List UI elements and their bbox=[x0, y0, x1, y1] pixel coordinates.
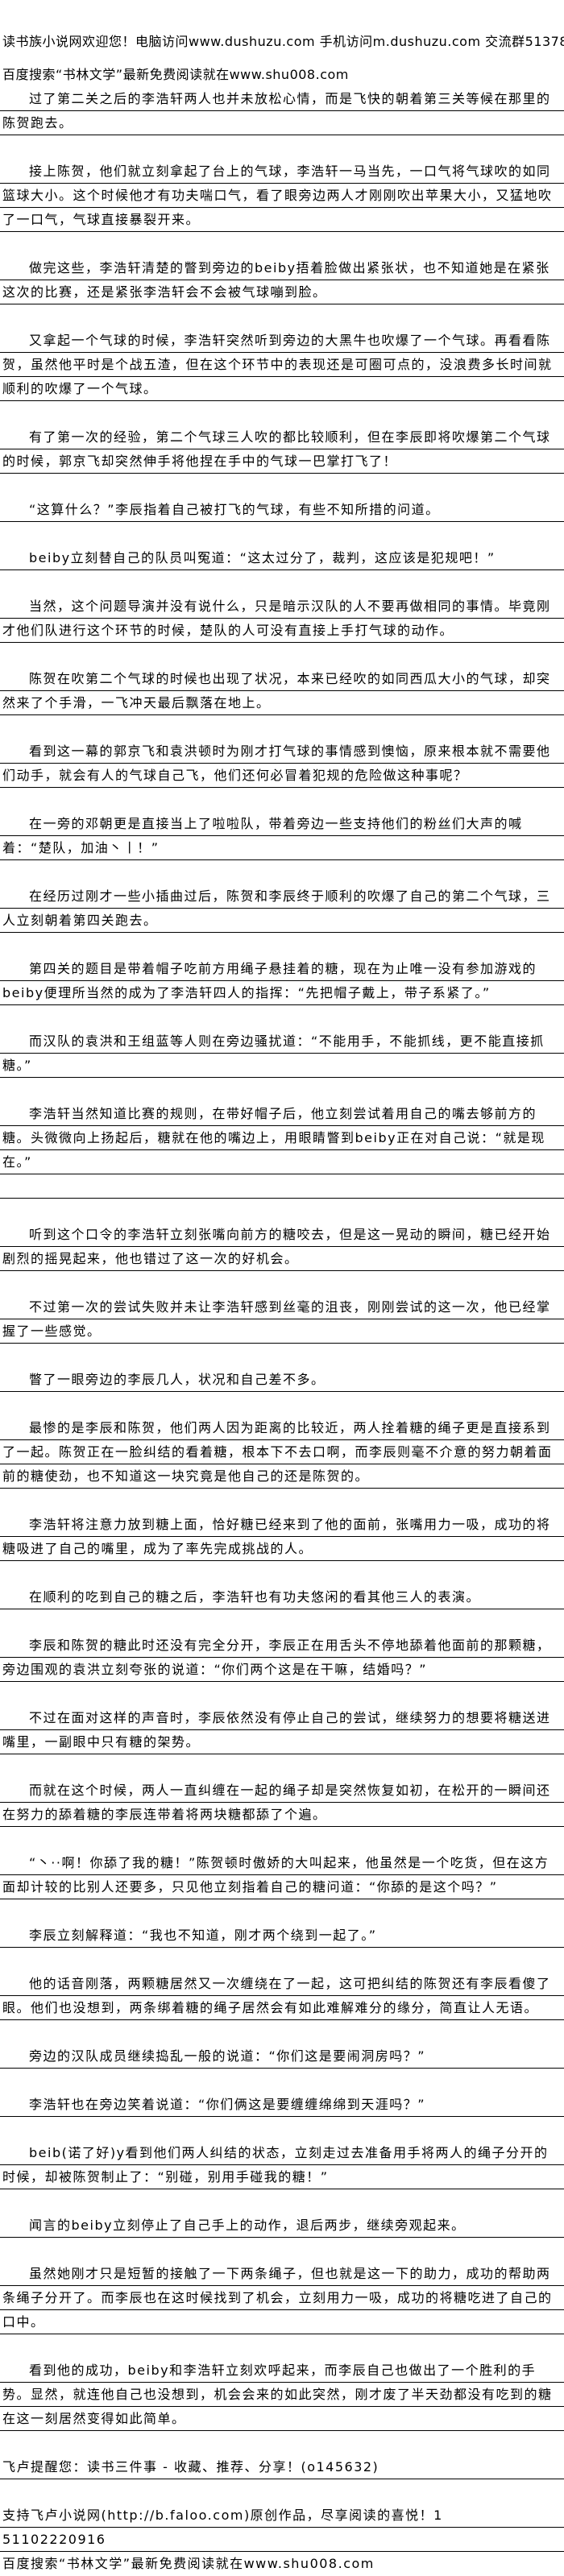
chapter-paragraph: 陈贺在吹第二个气球的时候也出现了状况，本来已经吹的如同西瓜大小的气球，却突然来了… bbox=[0, 667, 564, 715]
chapter-paragraph: 闻言的beiby立刻停止了自己手上的动作，退后两步，继续旁观起来。 bbox=[0, 2214, 564, 2238]
chapter-paragraph: “这算什么？”李辰指着自己被打飞的气球，有些不知所措的问道。 bbox=[0, 498, 564, 522]
chapter-body: 过了第二关之后的李浩轩两人也并未放松心情，而是飞快的朝着第三关等候在那里的陈贺跑… bbox=[0, 87, 564, 2431]
chapter-paragraph: 接上陈贺，他们就立刻拿起了台上的气球，李浩轩一马当先，一口气将气球吹的如同篮球大… bbox=[0, 159, 564, 232]
chapter-paragraph: 看到这一幕的郭京飞和袁洪顿时为刚才打气球的事情感到懊恼，原来根本就不需要他们动手… bbox=[0, 739, 564, 788]
chapter-paragraph: 不过第一次的尝试失败并未让李浩轩感到丝毫的沮丧，刚刚尝试的这一次，他已经掌握了一… bbox=[0, 1295, 564, 1344]
chapter-paragraph: 李辰立刻解释道：“我也不知道，刚才两个绕到一起了。” bbox=[0, 1924, 564, 1948]
chapter-paragraph: 在一旁的邓朝更是直接当上了啦啦队，带着旁边一些支持他们的粉丝们大声的喊着：“楚队… bbox=[0, 812, 564, 860]
chapter-paragraph: 有了第一次的经验，第二个气球三人吹的都比较顺利，但在李辰即将吹爆第二个气球的时候… bbox=[0, 425, 564, 474]
chapter-paragraph: 最惨的是李辰和陈贺，他们两人因为距离的比较近，两人拴着糖的绳子更是直接系到了一起… bbox=[0, 1416, 564, 1489]
chapter-paragraph: 李辰和陈贺的糖此时还没有完全分开，李辰正在用舌头不停地舔着他面前的那颗糖，旁边围… bbox=[0, 1634, 564, 1682]
chapter-paragraph: 虽然她刚才只是短暂的接触了一下两条绳子，但也就是这一下的助力，成功的帮助两条绳子… bbox=[0, 2262, 564, 2334]
chapter-paragraph: 过了第二关之后的李浩轩两人也并未放松心情，而是飞快的朝着第三关等候在那里的陈贺跑… bbox=[0, 87, 564, 135]
chapter-paragraph: “丶··啊！你舔了我的糖！”陈贺顿时傲娇的大叫起来，他虽然是一个吃货，但在这方面… bbox=[0, 1851, 564, 1899]
search-ad-banner: 百度搜索“书林文学”最新免费阅读就在www.shu008.com bbox=[2, 67, 349, 82]
support-notice: 支持飞卢小说网(http://b.faloo.com)原创作品，尽享阅读的喜悦！… bbox=[0, 2504, 564, 2552]
search-ad-footer: 百度搜索“书林文学”最新免费阅读就在www.shu008.com bbox=[2, 2556, 375, 2571]
chapter-paragraph: 看到他的成功，beiby和李浩轩立刻欢呼起来，而李辰自己也做出了一个胜利的手势。… bbox=[0, 2359, 564, 2431]
chapter-paragraph: 而就在这个时候，两人一直纠缠在一起的绳子却是突然恢复如初，在松开的一瞬间还在努力… bbox=[0, 1779, 564, 1827]
chapter-paragraph: beib(诺了好)y看到他们两人纠结的状态，立刻走过去准备用手将两人的绳子分开的… bbox=[0, 2141, 564, 2189]
support-text: 支持飞卢小说网(http://b.faloo.com)原创作品，尽享阅读的喜悦！… bbox=[2, 2508, 443, 2523]
chapter-paragraph: 在顺利的吃到自己的糖之后，李浩轩也有功夫悠闲的看其他三人的表演。 bbox=[0, 1585, 564, 1609]
chapter-paragraph: 瞥了一眼旁边的李辰几人，状况和自己差不多。 bbox=[0, 1368, 564, 1392]
chapter-paragraph: 又拿起一个气球的时候，李浩轩突然听到旁边的大黑牛也吹爆了一个气球。再看看陈贺，虽… bbox=[0, 329, 564, 401]
chapter-paragraph: 旁边的汉队成员继续捣乱一般的说道：“你们这是要闹洞房吗？” bbox=[0, 2044, 564, 2069]
chapter-paragraph: 而汉队的袁洪和王组蓝等人则在旁边骚扰道：“不能用手，不能抓线，更不能直接抓糖。” bbox=[0, 1029, 564, 1078]
blank-line bbox=[0, 1174, 564, 1199]
reading-reminder: 飞卢提醒您：读书三件事 - 收藏、推荐、分享！(o145632) bbox=[0, 2455, 564, 2479]
site-welcome-banner: 读书族小说网欢迎您！电脑访问www.dushuzu.com 手机访问m.dush… bbox=[2, 34, 564, 49]
chapter-paragraph: 当然，这个问题导演并没有说什么，只是暗示汉队的人不要再做相同的事情。毕竟刚才他们… bbox=[0, 594, 564, 643]
chapter-paragraph: 听到这个口令的李浩轩立刻张嘴向前方的糖咬去，但是这一晃动的瞬间，糖已经开始剧烈的… bbox=[0, 1223, 564, 1271]
chapter-paragraph: beiby立刻替自己的队员叫冤道：“这太过分了，裁判，这应该是犯规吧！” bbox=[0, 546, 564, 570]
chapter-paragraph: 李浩轩将注意力放到糖上面，恰好糖已经来到了他的面前，张嘴用力一吸，成功的将糖吸进… bbox=[0, 1513, 564, 1561]
chapter-paragraph: 做完这些，李浩轩清楚的瞥到旁边的beiby捂着脸做出紧张状，也不知道她是在紧张这… bbox=[0, 256, 564, 304]
chapter-paragraph: 李浩轩也在旁边笑着说道：“你们俩这是要缠缠绵绵到天涯吗？” bbox=[0, 2093, 564, 2117]
chapter-paragraph: 李浩轩当然知道比赛的规则，在带好帽子后，他立刻尝试着用自己的嘴去够前方的糖。头微… bbox=[0, 1102, 564, 1174]
chapter-paragraph: 在经历过刚才一些小插曲过后，陈贺和李辰终于顺利的吹爆了自己的第二个气球，三人立刻… bbox=[0, 884, 564, 933]
chapter-paragraph: 第四关的题目是带着帽子吃前方用绳子悬挂着的糖，现在为止唯一没有参加游戏的beib… bbox=[0, 957, 564, 1005]
chapter-paragraph: 不过在面对这样的声音时，李辰依然没有停止自己的尝试，继续努力的想要将糖送进嘴里，… bbox=[0, 1706, 564, 1754]
support-id: 51102220916 bbox=[2, 2532, 106, 2547]
chapter-paragraph: 他的话音刚落，两颗糖居然又一次缠绕在了一起，这可把纠结的陈贺还有李辰看傻了眼。他… bbox=[0, 1972, 564, 2020]
